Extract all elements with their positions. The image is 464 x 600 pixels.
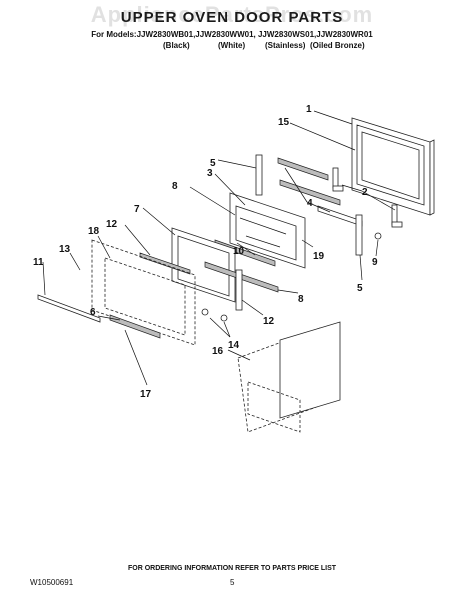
trim-strip-right xyxy=(317,205,363,227)
finish-oiled-bronze: (Oiled Bronze) xyxy=(310,41,365,50)
finish-stainless: (Stainless) xyxy=(265,41,306,50)
watermark: AppliancePartsPros.com xyxy=(90,2,374,27)
callout-18: 18 xyxy=(88,226,100,237)
callout-2: 2 xyxy=(362,187,368,198)
inner-glass-frame xyxy=(171,227,236,303)
callout-4: 4 xyxy=(307,198,313,209)
finish-list: (Black) (White) (Stainless) (Oiled Bronz… xyxy=(0,41,464,53)
callout-11: 11 xyxy=(33,257,44,268)
callout-10: 10 xyxy=(233,246,245,257)
leader-lines xyxy=(42,110,396,386)
screw-14b xyxy=(220,314,228,322)
side-bracket-upper xyxy=(255,154,263,196)
callout-labels: 1 15 5 3 8 2 4 7 12 18 13 10 19 9 11 8 5… xyxy=(33,104,378,400)
callout-15: 15 xyxy=(278,117,290,128)
callout-6: 6 xyxy=(90,307,96,318)
callout-12-upper: 12 xyxy=(106,219,118,230)
hinge-right xyxy=(391,204,403,228)
hinge-left xyxy=(332,167,344,192)
callout-9: 9 xyxy=(372,257,378,268)
callout-1: 1 xyxy=(306,104,312,115)
callout-8-lower: 8 xyxy=(298,294,304,305)
side-bracket-lower xyxy=(355,214,363,256)
ordering-note: FOR ORDERING INFORMATION REFER TO PARTS … xyxy=(127,565,337,572)
callout-17: 17 xyxy=(140,389,152,400)
models-line: For Models:JJW2830WB01,JJW2830WW01, JJW2… xyxy=(91,30,373,39)
callout-7: 7 xyxy=(134,204,140,215)
callout-13: 13 xyxy=(59,244,71,255)
callout-5-upper: 5 xyxy=(210,158,216,169)
glass-assembly xyxy=(229,192,306,269)
trim-strip-top xyxy=(277,157,329,181)
callout-12-lower: 12 xyxy=(263,316,275,327)
screw-9 xyxy=(374,232,382,240)
oven-box xyxy=(237,321,341,433)
side-bracket-12 xyxy=(235,269,243,311)
page-title: UPPER OVEN DOOR PARTS xyxy=(120,9,344,26)
finish-white: (White) xyxy=(218,41,246,50)
callout-8-upper: 8 xyxy=(172,181,178,192)
trim-strip-middle xyxy=(279,179,341,206)
outer-door-panel xyxy=(351,117,435,216)
callout-14: 14 xyxy=(228,340,240,351)
door-liner-outline xyxy=(91,239,196,346)
page-number: 5 xyxy=(230,578,235,587)
door-handle xyxy=(37,294,101,323)
callout-5-lower: 5 xyxy=(357,283,363,294)
door-liner-window xyxy=(104,257,186,336)
finish-black: (Black) xyxy=(163,41,190,50)
callout-3: 3 xyxy=(207,168,213,179)
callout-16: 16 xyxy=(212,346,224,357)
callout-19: 19 xyxy=(313,251,325,262)
screw-14a xyxy=(201,308,209,316)
document-number: W10500691 xyxy=(30,578,74,587)
